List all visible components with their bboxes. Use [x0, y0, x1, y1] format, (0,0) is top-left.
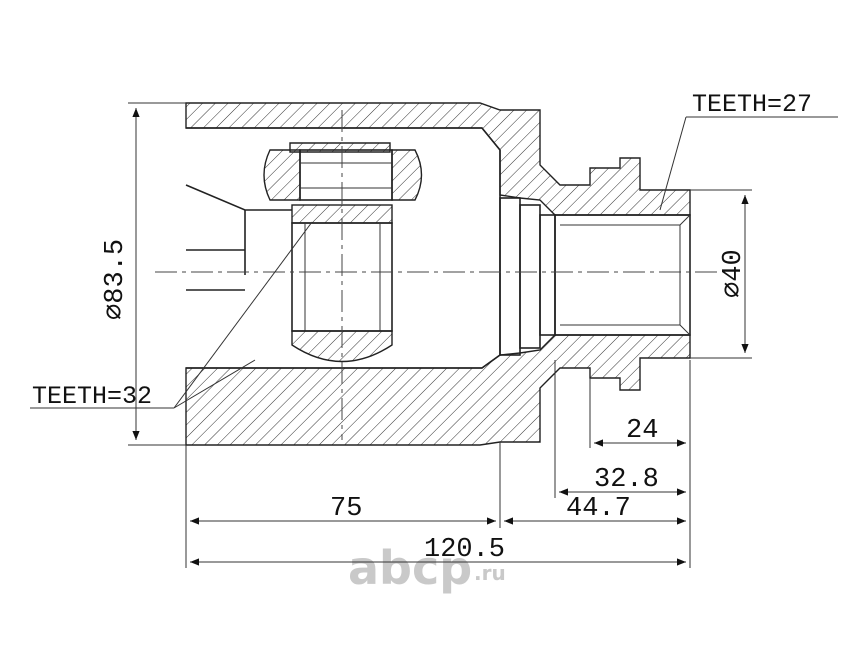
housing	[185, 102, 691, 446]
roller-top	[263, 149, 301, 201]
spider-assembly	[185, 142, 423, 363]
leader-teeth-outer: TEETH=27	[659, 90, 838, 211]
outer-diameter-label: ⌀83.5	[101, 239, 131, 320]
housing-upper-wall	[185, 102, 691, 216]
extension-lines	[185, 360, 691, 568]
dim-outer-diameter: ⌀83.5	[101, 102, 186, 446]
dim-44-7: 44.7	[504, 494, 686, 525]
housing-lower-wall	[185, 334, 691, 446]
inner-race-face	[519, 204, 541, 349]
dim-24-label: 24	[626, 416, 658, 446]
dim-32-8-label: 32.8	[594, 465, 659, 495]
teeth-inner-label: TEETH=32	[32, 382, 152, 411]
dim-bore-diameter: ⌀40	[690, 189, 752, 359]
roller-top-body	[299, 149, 393, 201]
bore-outline	[554, 214, 691, 336]
dim-24: 24	[594, 416, 686, 447]
bore-diameter-label: ⌀40	[719, 249, 749, 298]
leader-teeth-inner: TEETH=32	[30, 221, 313, 411]
watermark-text: abcp	[348, 541, 472, 595]
dim-32-8: 32.8	[559, 465, 686, 496]
teeth-outer-label: TEETH=27	[692, 90, 812, 119]
bore-step	[539, 214, 556, 336]
dim-120-5-label: 120.5	[424, 535, 505, 565]
dim-120-5: 120.5	[190, 535, 686, 566]
dim-75: 75	[190, 494, 496, 525]
dim-75-label: 75	[330, 494, 362, 524]
shaft-taper	[185, 184, 292, 291]
retaining-ring	[499, 197, 521, 356]
dim-44-7-label: 44.7	[566, 494, 631, 524]
roller-top-right	[391, 149, 423, 201]
splined-sleeve	[499, 197, 691, 356]
